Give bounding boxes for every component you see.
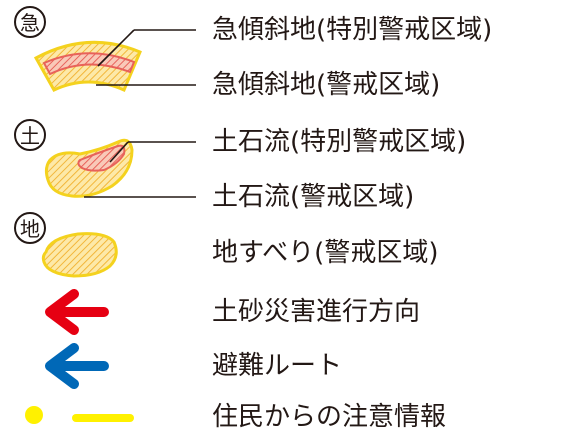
steep-special-area bbox=[42, 52, 136, 76]
debris-special-area bbox=[77, 144, 126, 172]
label-steep-special: 急傾斜地(特別警戒区域) bbox=[212, 15, 493, 45]
landslide-badge: 地 bbox=[14, 212, 46, 244]
leader-line-debris-special bbox=[109, 141, 129, 163]
label-resident-info: 住民からの注意情報 bbox=[212, 402, 447, 432]
debris-flow-shape bbox=[44, 138, 134, 198]
debris-flow-direction-arrow-icon bbox=[45, 289, 109, 335]
label-steep-warning: 急傾斜地(警戒区域) bbox=[212, 70, 441, 100]
badge-circle-icon bbox=[14, 119, 46, 151]
debris-badge-char: 土 bbox=[20, 124, 40, 148]
landslide-area bbox=[41, 232, 118, 278]
label-debris-warning: 土石流(警戒区域) bbox=[212, 182, 415, 212]
steep-badge: 急 bbox=[14, 6, 46, 38]
badge-circle-icon bbox=[14, 212, 46, 244]
label-debris-special: 土石流(特別警戒区域) bbox=[212, 127, 467, 157]
debris-badge: 土 bbox=[14, 119, 46, 151]
steep-warning-area bbox=[33, 40, 142, 92]
landslide-badge-char: 地 bbox=[20, 217, 40, 241]
steep-slope-shape bbox=[33, 40, 142, 92]
badge-circle-icon bbox=[14, 6, 46, 38]
label-landslide: 地すべり(警戒区域) bbox=[212, 238, 439, 268]
label-evacuation-route: 避難ルート bbox=[212, 351, 343, 381]
label-debris-flow-direction: 土砂災害進行方向 bbox=[212, 297, 421, 327]
steep-badge-char: 急 bbox=[20, 11, 40, 35]
leader-line-steep-special bbox=[97, 29, 135, 67]
evacuation-route-arrow-icon bbox=[45, 343, 109, 389]
resident-info-dot-icon bbox=[25, 406, 43, 424]
